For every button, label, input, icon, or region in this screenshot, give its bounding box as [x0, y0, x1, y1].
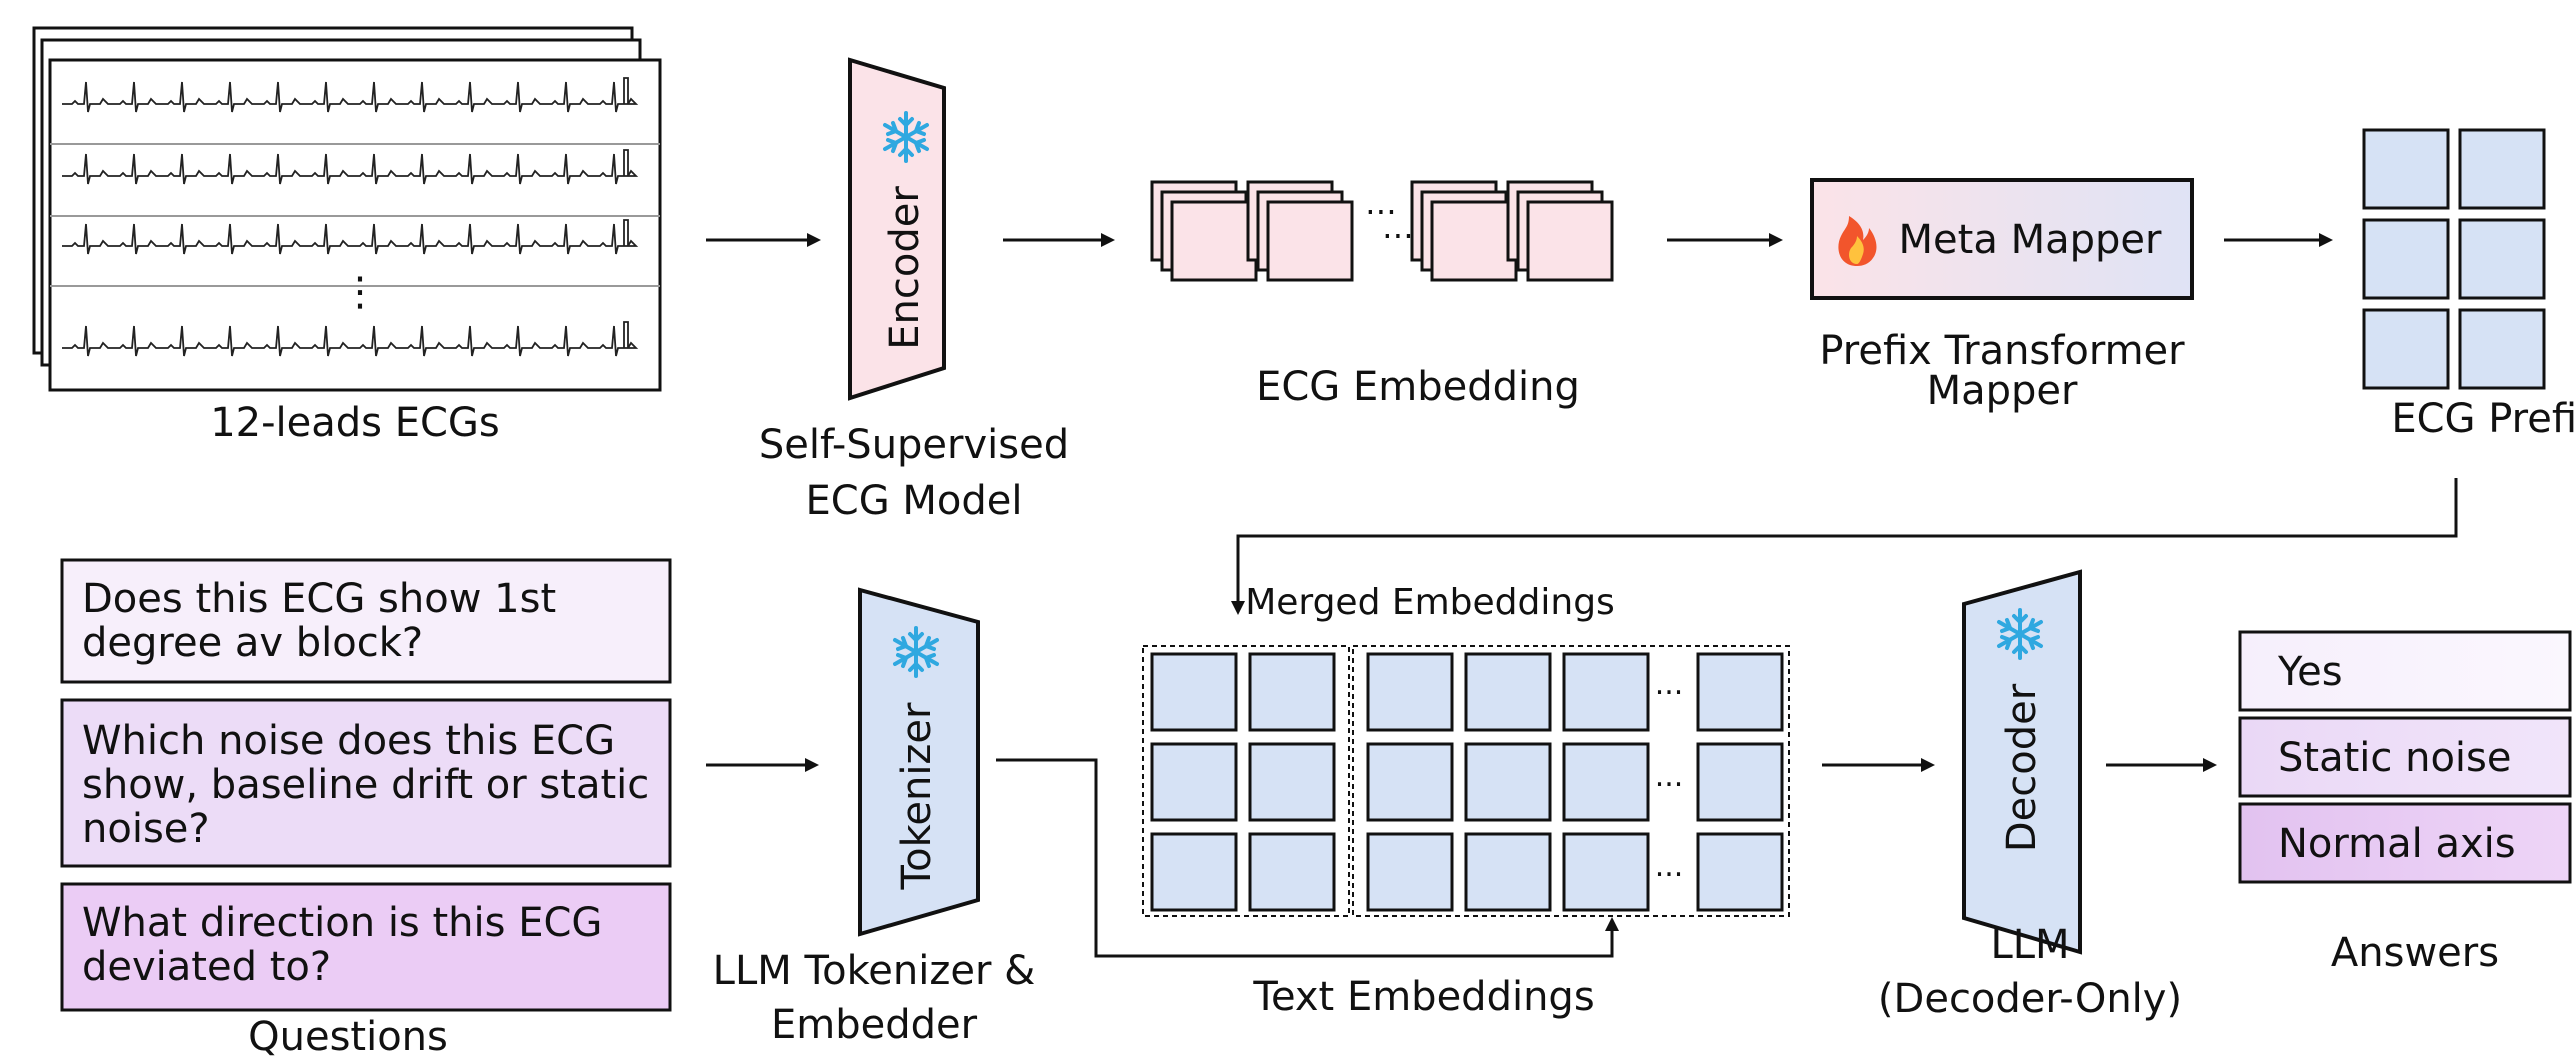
ecg-prefix-token [2458, 308, 2546, 390]
merged-embedding-token [1150, 742, 1238, 822]
question-2-line3: noise? [82, 806, 210, 852]
decoder-label: Decoder [1999, 683, 2045, 852]
answer-2: Static noise [2278, 735, 2511, 781]
question-2-line2: show, baseline drift or static [82, 762, 649, 808]
merged-embedding-token [1150, 832, 1238, 912]
question-3-line1: What direction is this ECG [82, 900, 602, 946]
merged-embedding-token [1696, 652, 1784, 732]
tokenizer-label: Tokenizer [894, 702, 940, 891]
merged-embedding-token [1696, 742, 1784, 822]
merged-ellipsis-row2: ... [1655, 759, 1684, 794]
merged-embedding-token [1248, 652, 1336, 732]
merged-embedding-token [1366, 652, 1454, 732]
decoder-block [1962, 569, 2082, 955]
mapper-caption-line1: Prefix Transformer [1819, 328, 2185, 374]
merged-embeddings-title: Merged Embeddings [1245, 582, 1615, 623]
question-1-line1: Does this ECG show 1st [82, 576, 556, 622]
answer-box-3 [2238, 802, 2572, 884]
decoder-caption-line1: LLM [1990, 922, 2069, 968]
merged-embedding-grid [1150, 652, 1784, 912]
text-segment-frame [1352, 645, 1790, 917]
question-box-2 [60, 698, 672, 868]
answer-box-2 [2238, 716, 2572, 798]
ecg-vertical-dots: ⋮ [340, 269, 380, 315]
decoder-caption-line2: (Decoder-Only) [1878, 976, 2182, 1022]
question-box-3 [60, 882, 672, 1012]
ecg-lead-trace [62, 149, 639, 185]
ecg-prefix-caption: ECG Prefix [2391, 396, 2575, 442]
question-1-line2: degree av block? [82, 620, 423, 666]
mapper-caption-line2: Mapper [1927, 368, 2078, 414]
encoder-caption-line2: ECG Model [805, 478, 1022, 524]
ecg-embedding-caption: ECG Embedding [1256, 364, 1580, 410]
ecg-embedding-tile [1526, 200, 1614, 282]
merged-embedding-token [1464, 742, 1552, 822]
merged-embedding-token [1562, 832, 1650, 912]
question-3-line2: deviated to? [82, 944, 331, 990]
question-box-1 [60, 558, 672, 684]
merged-embedding-token [1562, 742, 1650, 822]
ecg-embedding-tile [1170, 200, 1258, 282]
merged-embedding-token [1248, 742, 1336, 822]
embedding-ellipsis-lower: ⋯ [1382, 216, 1414, 254]
merged-embedding-token [1464, 832, 1552, 912]
merged-embedding-token [1366, 742, 1454, 822]
answer-box-1 [2238, 630, 2572, 712]
ecg-prefix-token [2362, 308, 2450, 390]
ecg-input-stack: ⋮ [32, 26, 662, 392]
answer-1: Yes [2277, 649, 2343, 695]
ecg-embedding-tile [1430, 200, 1518, 282]
merged-embedding-token [1248, 832, 1336, 912]
answer-3: Normal axis [2278, 821, 2516, 867]
tokenizer-caption-line2: Embedder [771, 1002, 978, 1048]
ecg-prefix-token [2362, 128, 2450, 210]
tokenizer-block [858, 587, 980, 937]
text-embeddings-caption: Text Embeddings [1252, 974, 1594, 1020]
tokenizer-caption-line1: LLM Tokenizer & [713, 948, 1036, 994]
ecg-prefix-token [2458, 218, 2546, 300]
ecg-embedding-tile [1266, 200, 1354, 282]
fire-icon [1838, 216, 1877, 266]
ecg-prefix-token [2362, 218, 2450, 300]
meta-mapper-label: Meta Mapper [1899, 217, 2162, 263]
ecg-prefix-grid [2362, 128, 2546, 390]
ecg-lead-trace [62, 321, 639, 357]
answers-caption: Answers [2331, 930, 2499, 976]
question-2-line1: Which noise does this ECG [82, 718, 615, 764]
embedding-ellipsis: ⋯ [1365, 192, 1397, 230]
ecg-input-label: 12-leads ECGs [210, 400, 500, 446]
arrow-prefix-to-merged [1231, 478, 2458, 615]
prefix-segment-frame [1142, 645, 1350, 917]
ecg-lead-trace [62, 77, 639, 113]
ecg-traces [62, 77, 639, 357]
ecg-embedding-stacks [1150, 180, 1614, 282]
meta-mapper-box [1810, 178, 2194, 300]
encoder-label: Encoder [882, 186, 928, 350]
questions-caption: Questions [248, 1014, 448, 1059]
merged-embedding-token [1366, 832, 1454, 912]
merged-ellipsis-row1: ... [1655, 667, 1684, 702]
merged-embedding-token [1150, 652, 1238, 732]
merged-embedding-token [1464, 652, 1552, 732]
encoder-caption-line1: Self-Supervised [759, 422, 1069, 468]
ecg-sheet [48, 58, 662, 392]
arrow-tokenizer-to-text-embeddings [996, 758, 1619, 958]
ecg-prefix-token [2458, 128, 2546, 210]
merged-ellipsis-row3: ... [1655, 849, 1684, 884]
merged-embedding-token [1696, 832, 1784, 912]
merged-embedding-token [1562, 652, 1650, 732]
ecg-lead-trace [62, 219, 639, 255]
